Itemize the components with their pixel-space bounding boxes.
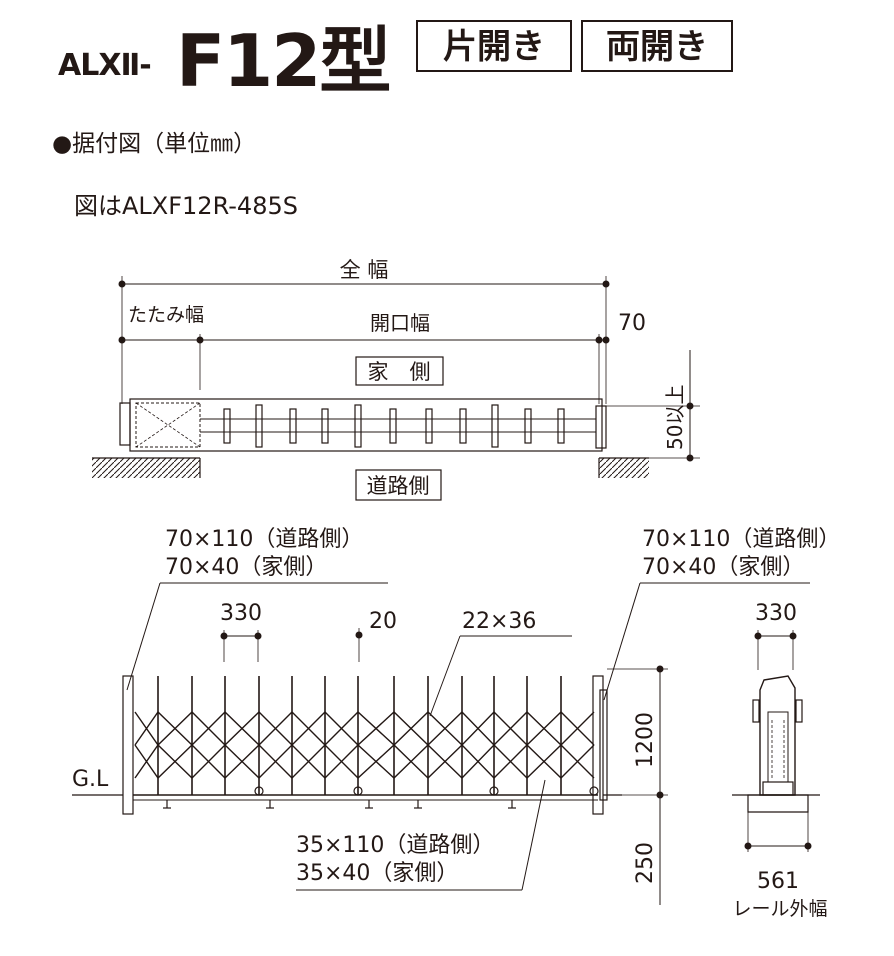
rail-width-value: 561 [757,869,799,894]
height-value: 1200 [633,712,658,768]
model-prefix: ALXⅡ- [58,48,152,83]
rail-width-label: レール外幅 [732,898,827,920]
elevation-view: 70×110（道路側） 70×40（家側） 70×110（道路側） 70×40（… [72,527,840,905]
bottom-size-road: 35×110（道路側） [296,833,494,858]
plan-view: 全 幅 たたみ幅 開口幅 70 家 側 [92,258,700,501]
ground-line-label: G.L [72,767,109,792]
clearance-value: 70 [618,311,646,336]
road-side-label: 道路側 [367,474,430,498]
bar-size-value: 22×36 [462,609,536,634]
side-view: 330 561 レール外幅 [732,601,828,920]
below-ground-value: 250 [633,842,658,884]
post-left-size-road: 70×110（道路側） [165,527,363,552]
side-top-width: 330 [755,601,797,626]
post-left-size-house: 70×40（家側） [165,555,327,580]
figure-caption: 図はALXF12R-485S [74,192,298,220]
single-swing-badge: 片開き [416,20,572,72]
fold-width-label: たたみ幅 [128,304,204,326]
model-name: F12型 [176,19,391,103]
house-side-label: 家 側 [368,360,431,384]
bottom-size-house: 35×40（家側） [296,861,458,886]
min-depth-label: 50以上 [663,385,687,450]
post-right-size-road: 70×110（道路側） [642,527,840,552]
pitch-value: 330 [220,601,262,626]
full-width-label: 全 幅 [340,258,389,282]
opening-width-label: 開口幅 [370,311,430,335]
double-swing-badge: 両開き [581,20,733,72]
gap-value: 20 [369,609,397,634]
section-heading: ●据付図（単位㎜） [52,131,257,157]
post-right-size-house: 70×40（家側） [642,555,804,580]
